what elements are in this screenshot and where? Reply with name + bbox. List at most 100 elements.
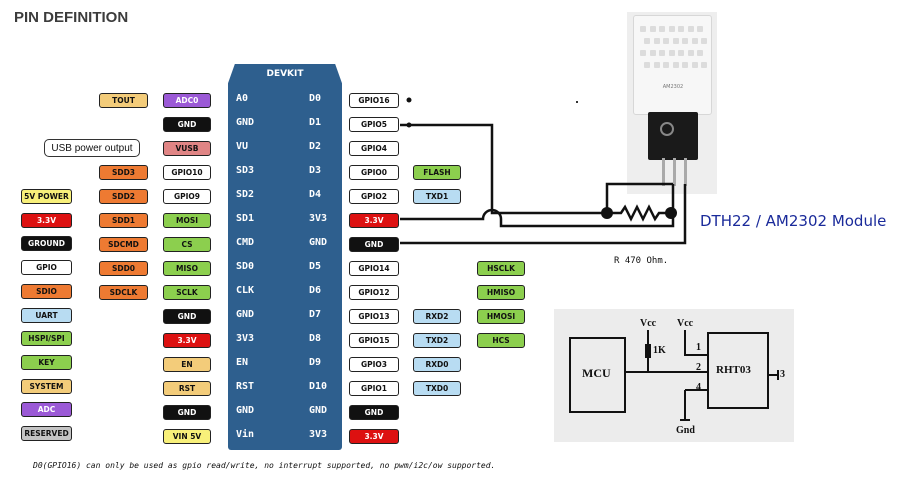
right-func-rxd2: RXD2 (413, 309, 461, 324)
grille-hole (640, 50, 646, 56)
grille-hole (678, 26, 684, 32)
left-outer-sdd2: SDD2 (99, 189, 148, 204)
left-outer-sdd1: SDD1 (99, 213, 148, 228)
right-func-txd2: TXD2 (413, 333, 461, 348)
left-pin-rst: RST (163, 381, 211, 396)
left-outer-tout: TOUT (99, 93, 148, 108)
board-pin-left-vin: Vin (236, 429, 255, 440)
right-func-flash: FLASH (413, 165, 461, 180)
left-outer-sdd0: SDD0 (99, 261, 148, 276)
board-pin-right-d1: D1 (309, 117, 322, 128)
legend-ground: GROUND (21, 236, 72, 252)
left-pin-gpio10: GPIO10 (163, 165, 211, 180)
right-pin-gpio16: GPIO16 (349, 93, 399, 108)
legend-5v-power: 5V POWER (21, 189, 72, 204)
board-pin-left-sd1: SD1 (236, 213, 255, 224)
sensor-pin-1 (662, 158, 665, 186)
left-pin-vusb: VUSB (163, 141, 211, 156)
right-spi-hcs: HCS (477, 333, 525, 348)
board-pin-right-d6: D6 (309, 285, 322, 296)
board-pin-right-gnd: GND (309, 237, 328, 248)
left-pin-adc0: ADC0 (163, 93, 211, 108)
board-pin-left-3v3: 3V3 (236, 333, 255, 344)
junction-dot-right (665, 207, 677, 219)
board-pin-right-3v3: 3V3 (309, 429, 328, 440)
board-pin-right-gnd: GND (309, 405, 328, 416)
legend-adc: ADC (21, 402, 72, 418)
right-pin-gpio1: GPIO1 (349, 381, 399, 396)
board-pin-left-en: EN (236, 357, 249, 368)
right-pin-3-3v: 3.3V (349, 213, 399, 228)
schem-chip: RHT03 (716, 364, 751, 376)
board-pin-right-d3: D3 (309, 165, 322, 176)
grille-hole (653, 38, 660, 44)
resistor-label: R 470 Ohm. (614, 256, 669, 266)
right-func-txd1: TXD1 (413, 189, 461, 204)
grille-hole (672, 62, 679, 68)
footnote: D0(GPIO16) can only be used as gpio read… (33, 461, 496, 470)
right-pin-gpio14: GPIO14 (349, 261, 399, 276)
right-pin-gnd: GND (349, 237, 399, 252)
grille-hole (678, 50, 684, 56)
right-pin-gpio15: GPIO15 (349, 333, 399, 348)
right-spi-hsclk: HSCLK (477, 261, 525, 276)
right-pin-3-3v: 3.3V (349, 429, 399, 444)
legend-gpio: GPIO (21, 260, 72, 276)
legend-hspi-spi: HSPI/SPI (21, 331, 72, 347)
grille-hole (697, 26, 703, 32)
legend-uart: UART (21, 307, 72, 323)
junction-dot-left (601, 207, 613, 219)
usb-power-output-label: USB power output (44, 139, 140, 157)
schem-pin1: 1 (696, 342, 701, 353)
grille-hole (640, 26, 646, 32)
module-label: DTH22 / AM2302 Module (700, 212, 887, 230)
board-pin-left-a0: A0 (236, 93, 249, 104)
grille-hole (659, 26, 665, 32)
grille-hole (697, 50, 703, 56)
legend-sdio: SDIO (21, 283, 72, 299)
board-pin-right-d2: D2 (309, 141, 322, 152)
board-pin-right-d8: D8 (309, 333, 322, 344)
devkit-board (228, 64, 342, 450)
schem-pin3: 3 (780, 369, 785, 380)
right-pin-gpio4: GPIO4 (349, 141, 399, 156)
sensor-print: AM2302 (662, 84, 684, 90)
stray-dot (576, 101, 578, 103)
left-pin-sclk: SCLK (163, 285, 211, 300)
board-pin-left-cmd: CMD (236, 237, 255, 248)
d1-dot (406, 122, 412, 128)
board-pin-right-d10: D10 (309, 381, 328, 392)
left-pin-gnd: GND (163, 309, 211, 324)
schem-pin2: 2 (696, 362, 701, 373)
left-pin-3-3v: 3.3V (163, 333, 211, 348)
right-pin-gpio5: GPIO5 (349, 117, 399, 132)
left-pin-vin-5v: VIN 5V (163, 429, 211, 444)
grille-hole (663, 62, 669, 68)
legend-reserved: RESERVED (21, 426, 72, 441)
schem-pin4: 4 (696, 382, 701, 393)
right-pin-gpio2: GPIO2 (349, 189, 399, 204)
schem-vcc-1: Vcc (640, 318, 657, 329)
grille-hole (659, 50, 665, 56)
left-outer-sdcmd: SDCMD (99, 237, 148, 252)
legend-3-3v: 3.3V (21, 212, 72, 228)
schem-vcc-2: Vcc (677, 318, 694, 329)
left-outer-sdd3: SDD3 (99, 165, 148, 180)
board-pin-right-d7: D7 (309, 309, 322, 320)
right-pin-gpio12: GPIO12 (349, 285, 399, 300)
left-pin-gnd: GND (163, 405, 211, 420)
legend-system: SYSTEM (21, 378, 72, 394)
grille-hole (653, 62, 660, 68)
board-pin-left-gnd: GND (236, 405, 255, 416)
right-pin-gpio13: GPIO13 (349, 309, 399, 324)
grille-hole (701, 38, 707, 44)
right-pin-gpio3: GPIO3 (349, 357, 399, 372)
sensor-mount-hole (660, 122, 674, 136)
grille-hole (687, 50, 694, 56)
grille-hole (668, 26, 675, 32)
board-pin-right-d9: D9 (309, 357, 322, 368)
right-spi-hmosi: HMOSI (477, 309, 525, 324)
right-func-rxd0: RXD0 (413, 357, 461, 372)
right-func-txd0: TXD0 (413, 381, 461, 396)
